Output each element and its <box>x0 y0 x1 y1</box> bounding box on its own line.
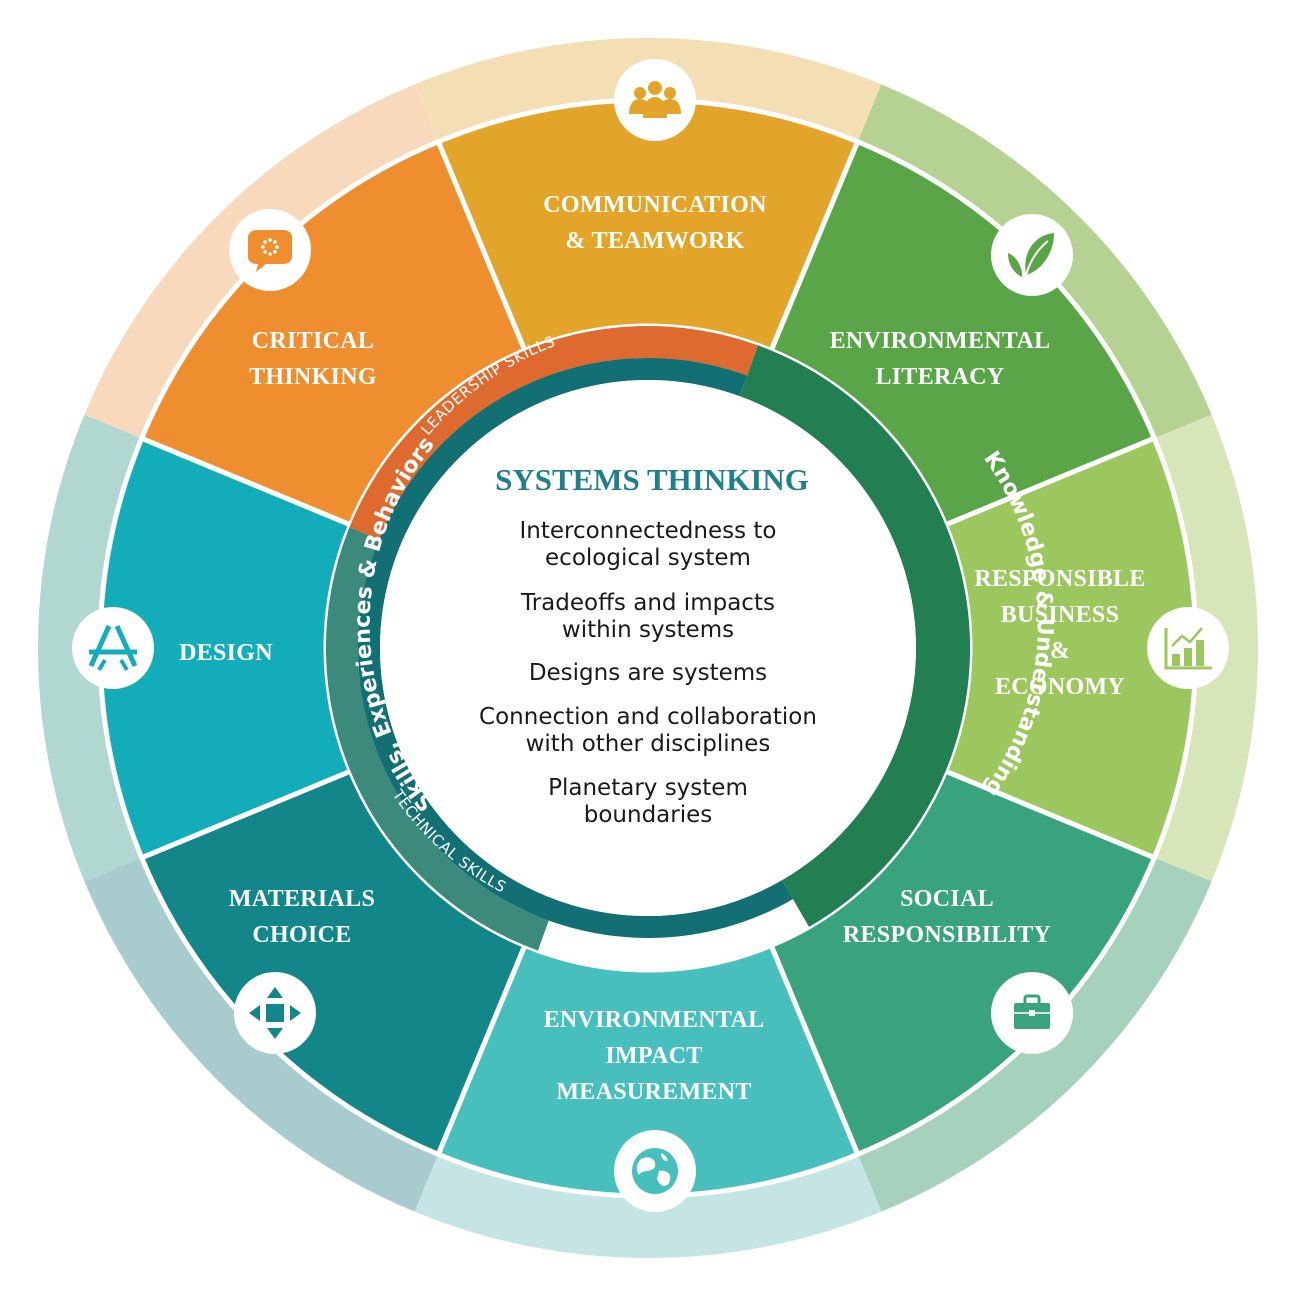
segment-label-line: RESPONSIBLE <box>974 566 1145 592</box>
center-item-line: Interconnectedness to <box>519 518 776 544</box>
bar-chart-icon <box>1147 607 1229 689</box>
segment-label-line: LITERACY <box>875 364 1004 390</box>
briefcase-icon <box>991 972 1073 1054</box>
center-item-line: Connection and collaboration <box>479 704 817 730</box>
segment-labels: COMMUNICATION & TEAMWORK ENVIRONMENTAL LITE… <box>179 192 1145 1105</box>
segment-label-line: THINKING <box>249 364 377 390</box>
segment-environmental-impact-measurement <box>435 942 861 1199</box>
center-disc <box>380 380 916 916</box>
segment-label-line: ECONOMY <box>995 674 1125 700</box>
center-item-line: ecological system <box>545 545 751 571</box>
inner-rings <box>325 325 971 951</box>
outer-band-critical-thinking <box>84 84 439 439</box>
segment-label-line: MATERIALS <box>229 886 375 912</box>
segment-label-line: MEASUREMENT <box>556 1079 751 1105</box>
segment-label-line: DESIGN <box>179 640 273 666</box>
leaf-icon <box>991 214 1073 296</box>
outer-band-social-responsibility <box>857 857 1212 1212</box>
segment-label-responsible-business-economy: RESPONSIBLE BUSINESS & ECONOMY <box>974 566 1145 700</box>
segment-label-line: RESPONSIBILITY <box>843 922 1051 948</box>
segment-ring <box>97 97 1199 1199</box>
segment-icons <box>72 59 1229 1212</box>
speech-bubble-icon <box>229 209 311 291</box>
segment-label-environmental-literacy: ENVIRONMENTAL LITERACY <box>830 328 1051 390</box>
center-item-line: Tradeoffs and impacts <box>520 590 775 616</box>
outer-band-materials-choice <box>84 857 439 1212</box>
leadership-skills-band <box>349 325 759 540</box>
globe-icon <box>614 1130 696 1212</box>
design-tool-icon <box>72 607 154 689</box>
center-item-line: within systems <box>562 617 734 643</box>
people-group-icon <box>614 59 696 141</box>
segment-label-social-responsibility: SOCIAL RESPONSIBILITY <box>843 886 1051 948</box>
segment-label-line: & <box>1050 638 1070 664</box>
center-title: SYSTEMS THINKING <box>495 462 809 497</box>
segment-label-environmental-impact-measurement: ENVIRONMENTAL IMPACT MEASUREMENT <box>544 1007 765 1105</box>
segment-label-design: DESIGN <box>179 640 273 666</box>
segment-label-line: BUSINESS <box>1001 602 1119 628</box>
segment-label-line: CHOICE <box>252 922 351 948</box>
center-item: Designs are systems <box>529 660 767 686</box>
segment-label-line: & TEAMWORK <box>565 228 744 254</box>
segment-label-line: ENVIRONMENTAL <box>544 1007 765 1033</box>
center-item-line: Planetary system <box>548 775 748 801</box>
outer-band-environmental-literacy <box>857 84 1212 439</box>
center-item-line: Designs are systems <box>529 660 767 686</box>
segment-label-line: IMPACT <box>605 1043 702 1069</box>
segment-label-line: SOCIAL <box>900 886 994 912</box>
icon-badge <box>72 607 154 689</box>
segment-label-line: COMMUNICATION <box>543 192 767 218</box>
segment-label-line: ENVIRONMENTAL <box>830 328 1051 354</box>
center-item-line: boundaries <box>584 802 713 828</box>
knowledge-ring-right <box>739 345 971 927</box>
segment-label-communication-teamwork: COMMUNICATION & TEAMWORK <box>543 192 767 254</box>
segment-label-line: CRITICAL <box>252 328 374 354</box>
segment-label-materials-choice: MATERIALS CHOICE <box>229 886 375 948</box>
center-item-line: with other disciplines <box>526 731 771 757</box>
arrows-move-icon <box>234 972 316 1054</box>
technical-skills-band <box>325 527 549 951</box>
segment-label-critical-thinking: CRITICAL THINKING <box>249 328 377 390</box>
